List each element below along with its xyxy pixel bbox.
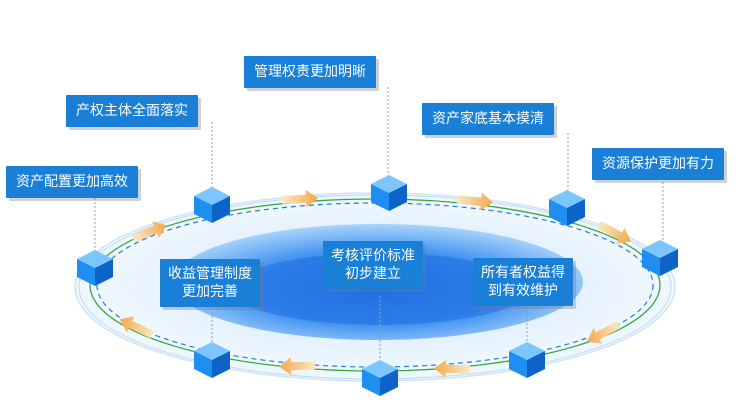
flow-arrow (119, 316, 155, 339)
label-line: 初步建立 (345, 266, 401, 282)
flow-arrow (281, 189, 318, 208)
label-text: 资产家底基本摸清 (432, 111, 544, 127)
label-line: 收益管理制度 (168, 266, 252, 282)
flow-arrow (587, 321, 621, 344)
label-line: 更加完善 (182, 284, 238, 300)
cube-node (194, 187, 230, 223)
label-text: 产权主体全面落实 (76, 103, 188, 119)
label-property-rights: 产权主体全面落实 (66, 95, 198, 127)
flow-arrow (597, 221, 631, 244)
label-line: 到有效维护 (488, 283, 558, 299)
label-resource-allocation: 资产配置更加高效 (6, 166, 138, 198)
label-resource-protection: 资源保护更加有力 (592, 148, 724, 180)
inner-disc-core (230, 253, 530, 325)
cube-node (77, 250, 113, 286)
flow-arrow (456, 192, 493, 211)
flow-arrow (131, 221, 167, 243)
cube-node (642, 240, 678, 276)
label-text: 管理权责更加明晰 (254, 64, 366, 80)
cube-node (371, 175, 407, 211)
label-income-management: 收益管理制度 更加完善 (160, 259, 260, 307)
label-text: 资产配置更加高效 (16, 174, 128, 190)
label-owner-rights: 所有者权益得 到有效维护 (473, 258, 573, 306)
label-asset-inventory: 资产家底基本摸清 (422, 103, 554, 135)
label-management-rights: 管理权责更加明晰 (244, 56, 376, 88)
label-line: 所有者权益得 (481, 265, 565, 281)
cube-node (509, 342, 545, 378)
cube-node (362, 360, 398, 396)
label-line: 考核评价标准 (331, 248, 415, 264)
cube-node (194, 342, 230, 378)
cube-node (549, 190, 585, 226)
flow-arrow (279, 357, 316, 376)
label-text: 资源保护更加有力 (602, 156, 714, 172)
label-assessment-standards: 考核评价标准 初步建立 (323, 241, 423, 289)
flow-arrow (434, 359, 471, 378)
